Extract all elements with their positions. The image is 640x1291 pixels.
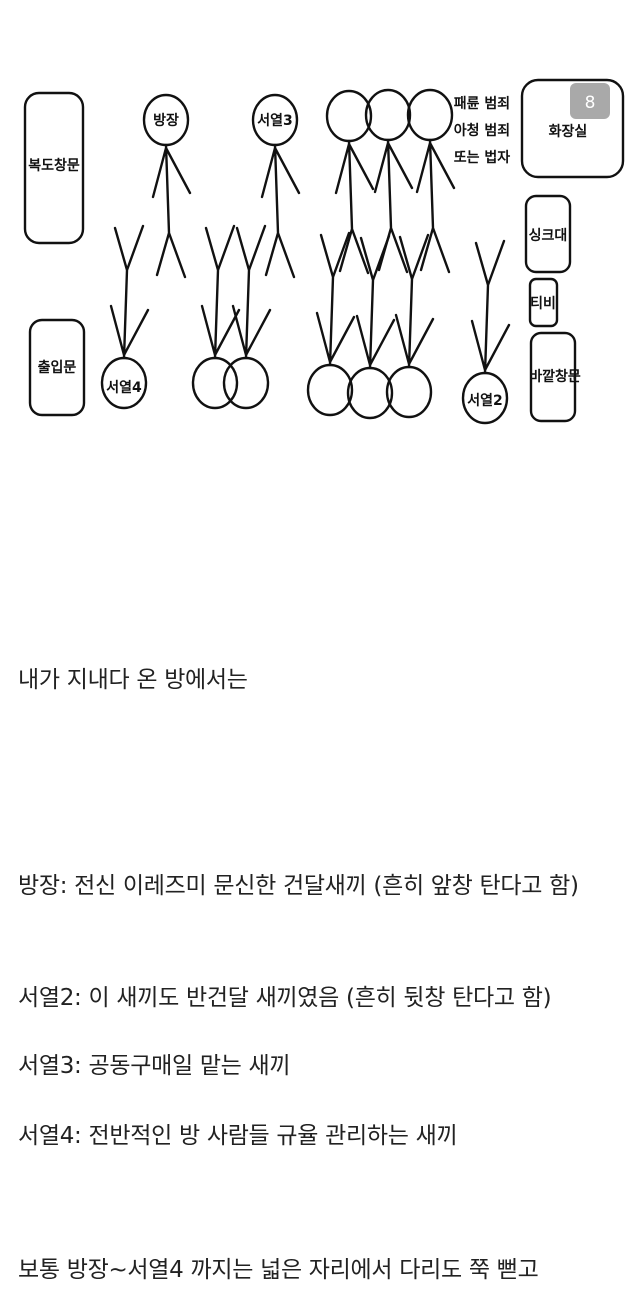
cell-layout-diagram: 복도창문 출입문 방장 서열3 서열4 서열2 패륜 범죄 아청 범죄 또는 법… xyxy=(23,78,625,425)
outer-window-label: 바깥창문 xyxy=(529,368,581,385)
figure-head xyxy=(306,363,354,417)
stick-figure xyxy=(251,93,301,279)
figure-body xyxy=(260,143,301,279)
outer-window-box: 바깥창문 xyxy=(529,331,581,423)
rank3-label: 서열3 xyxy=(257,112,293,129)
figure-head xyxy=(346,366,394,420)
figure-head xyxy=(222,356,270,410)
stick-figure xyxy=(385,233,435,419)
figure-body xyxy=(373,138,414,274)
tv-box: 티비 xyxy=(528,277,559,328)
badge-count: 8 xyxy=(585,93,596,113)
image-count-badge[interactable]: 8 xyxy=(570,83,610,119)
article-paragraph: 서열3: 공동구매일 맡는 새끼 xyxy=(18,1053,291,1079)
tv-label: 티비 xyxy=(530,296,556,312)
stick-figure xyxy=(100,224,150,410)
figure-body xyxy=(415,138,456,274)
entrance-box: 출입문 xyxy=(28,318,86,417)
figure-head xyxy=(364,88,412,142)
figure-body xyxy=(109,224,150,360)
toilet-label: 화장실 xyxy=(549,123,588,140)
people-figures xyxy=(100,88,511,425)
figure-body xyxy=(151,143,192,279)
figure-head xyxy=(385,365,433,419)
stick-figure xyxy=(364,88,414,274)
rank4-label: 서열4 xyxy=(106,379,142,396)
stick-figure xyxy=(325,89,375,275)
corridor-window-box: 복도창문 xyxy=(23,91,85,245)
figure-body xyxy=(355,234,396,370)
entrance-label: 출입문 xyxy=(38,359,77,376)
article-paragraph: 내가 지내다 온 방에서는 xyxy=(18,667,248,693)
corridor-window-label: 복도창문 xyxy=(28,157,80,174)
figure-body xyxy=(334,139,375,275)
stick-figure xyxy=(191,224,241,410)
rank2-label: 서열2 xyxy=(467,392,503,409)
figure-body xyxy=(315,231,356,367)
boss-label: 방장 xyxy=(153,112,179,129)
crime-label-2: 아청 범죄 xyxy=(454,122,510,139)
sink-label: 싱크대 xyxy=(529,228,568,244)
crime-label-1: 패륜 범죄 xyxy=(454,96,510,112)
figure-body xyxy=(200,224,241,360)
stick-figure xyxy=(222,224,272,410)
article-paragraph: 서열4: 전반적인 방 사람들 규율 관리하는 새끼 xyxy=(18,1123,458,1149)
stick-figure xyxy=(346,234,396,420)
stick-figure xyxy=(406,88,456,274)
figure-head xyxy=(325,89,373,143)
sink-box: 싱크대 xyxy=(524,194,572,274)
stick-figure xyxy=(461,239,511,425)
figure-body xyxy=(470,239,511,375)
stick-figure xyxy=(306,231,356,417)
toilet-box: 화장실 xyxy=(520,78,625,179)
figure-head xyxy=(406,88,454,142)
figure-body xyxy=(231,224,272,360)
figure-body xyxy=(394,233,435,369)
article-paragraph: 보통 방장~서열4 까지는 넓은 자리에서 다리도 쭉 뻗고 xyxy=(18,1257,539,1283)
article-paragraph: 방장: 전신 이레즈미 문신한 건달새끼 (흔히 앞창 탄다고 함) xyxy=(18,873,579,899)
article-paragraph: 서열2: 이 새끼도 반건달 새끼였음 (흔히 뒷창 탄다고 함) xyxy=(18,985,552,1011)
stick-figure xyxy=(142,93,192,279)
crime-label-3: 또는 법자 xyxy=(454,150,511,166)
